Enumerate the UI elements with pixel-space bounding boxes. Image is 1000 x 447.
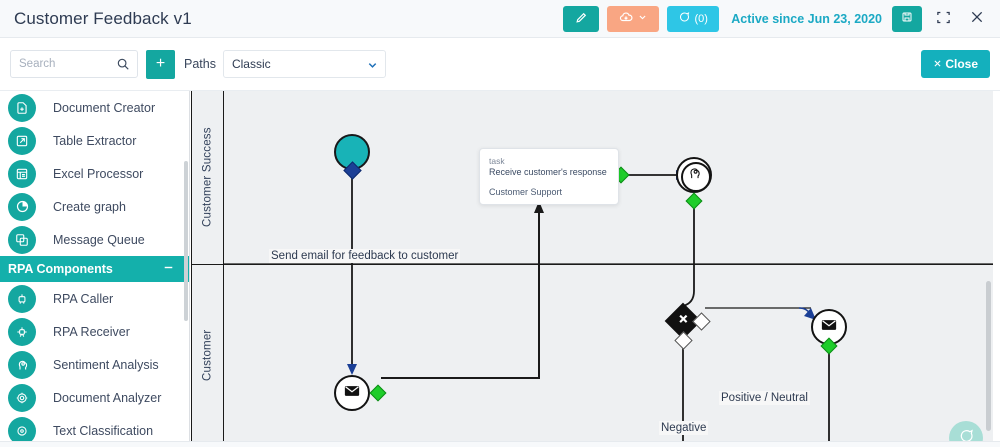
node-send-email-task[interactable] (334, 375, 370, 411)
table-extract-icon (8, 126, 36, 155)
sidebar-item-label: Document Creator (53, 100, 156, 115)
sidebar-item-document-creator[interactable]: Document Creator (0, 91, 189, 124)
sidebar-item-rpa-caller[interactable]: RPA Caller (0, 282, 189, 315)
close-panel-label: Close (945, 57, 978, 71)
head-sentiment-icon (8, 350, 36, 379)
pool-left-edge (191, 91, 192, 447)
edge-layer (224, 170, 993, 447)
paths-label: Paths (184, 57, 216, 71)
page-title: Customer Feedback v1 (14, 8, 192, 28)
sidebar-item-label: Message Queue (53, 232, 145, 247)
active-since-label: Active since Jun 23, 2020 (731, 11, 882, 26)
sidebar-group-rpa-components[interactable]: RPA Components (0, 256, 189, 282)
close-x-icon (933, 57, 942, 71)
comments-count: (0) (694, 12, 708, 25)
sidebar-item-text-classification[interactable]: Text Classification (0, 414, 189, 447)
pencil-icon (575, 11, 588, 27)
robot-icon (8, 284, 36, 313)
sidebar-group-label: RPA Components (8, 262, 113, 276)
document-add-icon (8, 93, 36, 122)
pie-chart-icon (8, 192, 36, 221)
head-sentiment-icon (686, 164, 703, 186)
edit-button[interactable] (563, 5, 600, 32)
tooltip-assignee: Customer Support (489, 187, 563, 197)
close-window-button[interactable] (964, 6, 990, 32)
tooltip-task-name: Receive customer's response (489, 167, 607, 177)
x-gateway-icon (677, 312, 690, 330)
fullscreen-icon (936, 10, 951, 28)
bpmn-canvas[interactable]: Customer Success Customer (191, 91, 993, 447)
sidebar-item-create-graph[interactable]: Create graph (0, 190, 189, 223)
comment-icon (678, 11, 690, 26)
cloud-upload-button[interactable] (607, 5, 660, 32)
save-button[interactable] (892, 5, 922, 32)
sidebar-item-label: Sentiment Analysis (53, 357, 159, 372)
text-class-icon (8, 416, 36, 445)
edge-label-send-email: Send email for feedback to customer (269, 249, 461, 263)
title-actions: (0) Active since Jun 23, 2020 (563, 0, 1000, 37)
close-panel-button[interactable]: Close (921, 50, 990, 78)
sidebar-item-label: Text Classification (53, 423, 154, 438)
paths-select-wrap: Classic (222, 50, 386, 78)
search-field-wrap (10, 50, 138, 78)
cloud-upload-icon (619, 10, 633, 27)
sidebar-item-table-extractor[interactable]: Table Extractor (0, 124, 189, 157)
edge-label-positive-neutral: Positive / Neutral (719, 391, 810, 405)
sidebar-item-message-queue[interactable]: Message Queue (0, 223, 189, 256)
sidebar-item-label: RPA Receiver (53, 324, 130, 339)
sidebar-item-label: Create graph (53, 199, 126, 214)
sidebar-item-label: Document Analyzer (53, 390, 162, 405)
component-sidebar: Document Creator Table Extractor Excel P… (0, 91, 190, 447)
sidebar-item-rpa-receiver[interactable]: RPA Receiver (0, 315, 189, 348)
envelope-icon (343, 382, 361, 405)
save-disk-icon (901, 11, 913, 26)
sidebar-item-label: Table Extractor (53, 133, 137, 148)
edge-label-negative: Negative (659, 421, 709, 435)
sidebar-scrollbar[interactable] (184, 161, 188, 321)
document-scan-icon (8, 383, 36, 412)
sidebar-item-sentiment-analysis[interactable]: Sentiment Analysis (0, 348, 189, 381)
comments-button[interactable]: (0) (667, 5, 720, 32)
sidebar-item-excel-processor[interactable]: Excel Processor (0, 157, 189, 190)
minus-icon (162, 261, 175, 277)
sidebar-item-label: Excel Processor (53, 166, 144, 181)
toolbar: + Paths Classic Close (0, 38, 1000, 91)
node-exclusive-gateway[interactable] (664, 302, 702, 340)
lane-header-column (191, 91, 224, 447)
chevron-down-icon (638, 13, 647, 25)
robot-receive-icon (8, 317, 36, 346)
queue-stack-icon (8, 225, 36, 254)
fullscreen-button[interactable] (930, 6, 956, 32)
title-bar: Customer Feedback v1 (0, 0, 1000, 38)
envelope-icon (820, 316, 838, 339)
search-input[interactable] (10, 50, 138, 78)
close-x-icon (969, 9, 985, 28)
tooltip-kind: task (489, 156, 505, 166)
task-tooltip-card[interactable]: task Receive customer's response Custome… (479, 148, 619, 205)
canvas-scrollbar-vertical[interactable] (986, 281, 991, 431)
sidebar-item-document-analyzer[interactable]: Document Analyzer (0, 381, 189, 414)
paths-select[interactable]: Classic (222, 50, 386, 78)
comment-icon (958, 428, 974, 447)
add-component-button[interactable]: + (146, 49, 175, 79)
search-icon[interactable] (114, 55, 132, 73)
node-reply-email-task[interactable] (811, 309, 847, 345)
sidebar-item-label: RPA Caller (53, 291, 114, 306)
list-grid-icon (8, 159, 36, 188)
bottom-strip (0, 441, 1000, 447)
node-sentiment-analysis-event[interactable] (676, 157, 712, 193)
